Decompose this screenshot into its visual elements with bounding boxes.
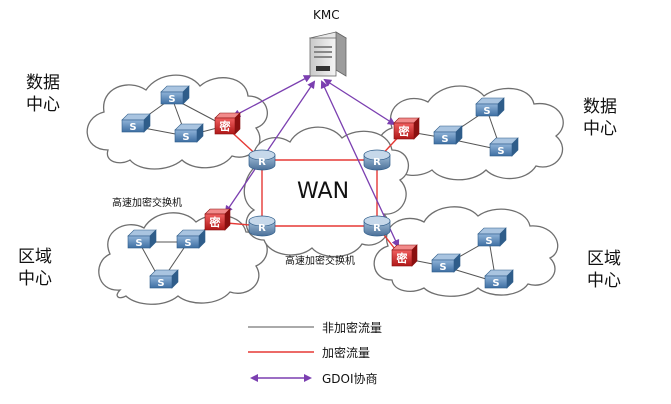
encryption-switch-icon: 密 [391,244,418,267]
legend-label-encrypted: 加密流量 [322,346,371,360]
router-glyph: R [258,157,266,168]
site-label-region-right-line2: 中心 [587,271,621,291]
site-label-dc-right-line1: 数据 [583,97,617,117]
switch-icon: S [127,229,157,249]
legend-label-gdoi: GDOI协商 [322,372,378,386]
site-label-dc-right: 数据 中心 [583,96,617,140]
switch-glyph: S [439,262,446,273]
switch-glyph: S [157,278,164,289]
switch-glyph: S [168,94,175,105]
encryption-glyph: 密 [399,124,410,138]
legend-label-unencrypted: 非加密流量 [322,321,383,335]
switch-icon: S [121,113,151,133]
switch-glyph: S [485,236,492,247]
switch-icon: S [475,97,505,117]
switch-icon: S [176,229,206,249]
router-glyph: R [258,223,266,234]
router-glyph: R [373,223,381,234]
switch-icon: S [160,85,190,105]
encryption-glyph: 密 [220,119,231,133]
switch-icon: S [489,137,519,157]
switch-glyph: S [182,132,189,143]
switch-glyph: S [483,106,490,117]
switch-icon: S [484,269,514,289]
site-label-region-right-line1: 区域 [587,249,621,269]
kmc-server-icon [308,31,348,77]
switch-icon: S [433,125,463,145]
switch-glyph: S [492,278,499,289]
encrypt-switch-label-right: 高速加密交换机 [285,256,355,267]
site-label-region-left-line2: 中心 [18,269,52,289]
switch-glyph: S [497,146,504,157]
encryption-switch-icon: 密 [214,112,241,135]
encrypt-switch-label-left: 高速加密交换机 [112,198,182,209]
site-label-dc-left: 数据 中心 [26,72,60,116]
switch-icon: S [477,227,507,247]
router-icon: R [363,215,391,237]
switch-icon: S [431,253,461,273]
router-icon: R [363,149,391,171]
site-label-region-right: 区域 中心 [587,248,621,292]
encryption-switch-icon: 密 [393,117,420,140]
encryption-glyph: 密 [210,215,221,229]
site-label-region-left-line1: 区域 [18,247,52,267]
switch-glyph: S [129,122,136,133]
switch-icon: S [174,123,204,143]
switch-icon: S [149,269,179,289]
kmc-label: KMC [313,8,340,22]
encryption-switch-icon: 密 [204,208,231,231]
switch-glyph: S [441,134,448,145]
wan-label: WAN [297,179,350,204]
site-label-dc-left-line2: 中心 [26,95,60,115]
site-label-region-left: 区域 中心 [18,246,52,290]
router-icon: R [248,215,276,237]
switch-glyph: S [184,238,191,249]
cloud-region-left [98,212,268,305]
encryption-glyph: 密 [397,251,408,265]
router-icon: R [248,149,276,171]
site-label-dc-right-line2: 中心 [583,119,617,139]
switch-glyph: S [135,238,142,249]
router-glyph: R [373,157,381,168]
site-label-dc-left-line1: 数据 [26,73,60,93]
